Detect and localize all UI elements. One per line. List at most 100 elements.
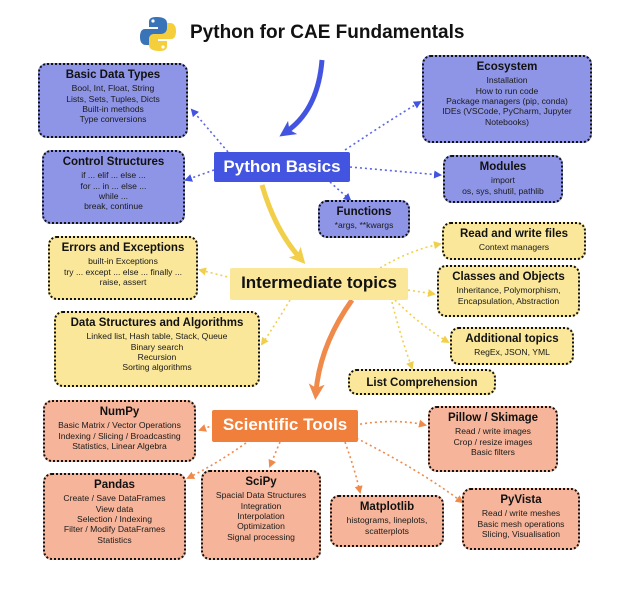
node-line: Slicing, Visualisation [481,528,561,539]
node-line: *args, **kwargs [334,220,394,231]
node-line: IDEs (VSCode, PyCharm, Jupyter [442,106,572,117]
node-list-comprehension: List Comprehension [348,369,496,395]
node-line: for ... in ... else ... [80,180,147,191]
node-line: Read / write meshes [481,508,561,519]
connector-sci-matplotlib [344,441,363,494]
node-read-write-files: Read and write files Context managers [442,222,586,260]
node-line: Selection / Indexing [76,513,152,524]
node-line: How to run code [475,85,539,96]
node-line: Spacial Data Structures [215,490,307,501]
node-functions: Functions *args, **kwargs [318,200,410,238]
node-additional-topics: Additional topics RegEx, JSON, YML [450,327,574,365]
node-title: Read and write files [459,228,568,240]
node-data-structures-algorithms: Data Structures and Algorithms Linked li… [54,311,260,387]
node-errors-exceptions: Errors and Exceptions built-in Exception… [48,236,198,300]
node-control-structures: Control Structures if ... elif ... else … [42,150,185,224]
node-title: SciPy [245,476,277,488]
node-line: RegEx, JSON, YML [474,347,550,358]
node-line: Recursion [137,351,177,362]
node-title: Modules [479,161,527,173]
node-title: Matplotlib [359,501,415,513]
node-title: Control Structures [62,156,165,168]
node-pillow-skimage: Pillow / Skimage Read / write images Cro… [428,406,558,472]
node-matplotlib: Matplotlib histograms, lineplots, scatte… [330,495,444,547]
node-line: Linked list, Hash table, Stack, Queue [86,331,228,342]
node-title: Additional topics [465,333,559,345]
node-line: while ... [98,190,129,201]
node-line: break, continue [84,201,143,212]
node-title: PyVista [500,494,542,506]
node-line: built-in Exceptions [88,256,158,267]
connector-sci-pillow [354,419,427,428]
node-line: Package managers (pip, conda) [446,95,568,106]
node-line: histograms, lineplots, [346,515,428,526]
node-line: Basic Matrix / Vector Operations [58,420,181,431]
node-numpy: NumPy Basic Matrix / Vector Operations I… [43,400,196,462]
node-line: Indexing / Slicing / Broadcasting [58,430,181,441]
node-line: Statistics [97,534,132,545]
node-line: Create / Save DataFrames [63,493,166,504]
connector-inter-readwrite [379,241,442,269]
node-title: Pandas [94,479,135,491]
node-line: Notebooks) [485,116,529,127]
node-line: Sorting algorithms [122,362,192,373]
connector-inter-additional [394,299,450,344]
connector-basics-ecosystem [344,100,422,151]
node-line: Lists, Sets, Tuples, Dicts [66,93,160,104]
node-line: Encapsulation, Abstraction [457,295,560,306]
node-line: Built-in methods [82,103,144,114]
connector-basics-functions [329,181,352,202]
node-classes-objects: Classes and Objects Inheritance, Polymor… [437,265,580,317]
node-line: try ... except ... else ... finally ... [64,266,182,277]
node-line: Statistics, Linear Algebra [72,440,167,451]
connector-basics-modules [349,166,442,179]
node-line: Filter / Modify DataFrames [63,524,166,535]
hub-python-basics: Python Basics [214,152,350,182]
node-line: Basic filters [471,446,515,457]
hub-scientific-tools: Scientific Tools [212,410,358,442]
node-title: Ecosystem [476,61,538,73]
node-line: Binary search [130,341,184,352]
node-line: Interpolation [237,510,285,521]
node-title: NumPy [99,406,140,418]
node-modules: Modules import os, sys, shutil, pathlib [443,155,563,203]
node-line: View data [95,503,134,514]
node-line: Basic mesh operations [477,518,565,529]
node-title: Pillow / Skimage [447,412,539,424]
node-pyvista: PyVista Read / write meshes Basic mesh o… [462,488,580,550]
node-title: Classes and Objects [452,271,565,283]
node-line: Crop / resize images [453,436,533,447]
node-line: scatterplots [365,525,409,536]
connector-inter-listcomp [391,301,414,370]
flow-arrow-basics-to-intermediate [259,184,306,264]
node-line: os, sys, shutil, pathlib [462,185,544,196]
connector-inter-dsa [260,299,291,346]
node-scipy: SciPy Spacial Data Structures Integratio… [201,470,321,560]
flow-arrow-title-to-basics [279,59,325,137]
node-line: Optimization [237,521,285,532]
connector-inter-classes [407,289,436,298]
connector-sci-pandas [186,439,251,479]
node-title: Basic Data Types [65,69,161,81]
hub-intermediate-topics: Intermediate topics [230,268,408,300]
node-line: Bool, Int, Float, String [71,83,155,94]
node-line: Integration [240,500,282,511]
connector-sci-scipy [268,441,281,468]
flow-arrow-intermediate-to-scientific [308,298,355,400]
connector-sci-pyvista [351,435,464,504]
node-line: Read / write images [455,426,531,437]
node-title: Errors and Exceptions [61,242,185,254]
python-logo-icon [138,14,178,59]
node-line: import [491,175,515,186]
node-line: Type conversions [79,114,147,125]
page-title: Python for CAE Fundamentals [190,22,465,43]
node-line: Context managers [478,242,550,253]
node-title: List Comprehension [366,377,478,389]
node-title: Data Structures and Algorithms [70,317,244,329]
node-line: Installation [486,75,528,86]
connector-basics-datatypes [190,108,229,153]
node-title: Functions [336,206,392,218]
connector-inter-errors [198,267,233,279]
node-line: Signal processing [227,531,295,542]
